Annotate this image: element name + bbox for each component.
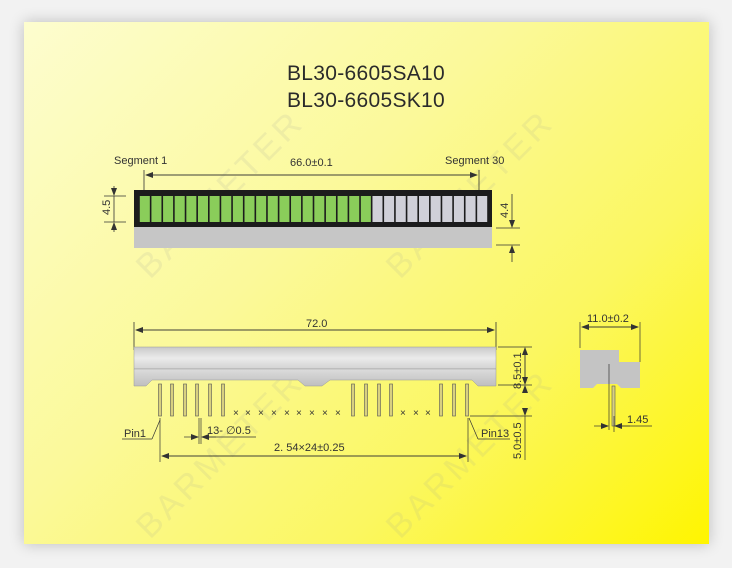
pin-offset-dim: 1.45 <box>627 414 648 426</box>
side-view: 72.0 × × × × × × × × × × × × Pin1 Pin13 13- ∅0.5 2.… <box>122 318 532 462</box>
svg-text:BARMETER: BARMETER <box>129 363 312 546</box>
pin <box>465 383 469 417</box>
led-segment <box>372 196 383 222</box>
led-segment <box>139 196 150 222</box>
led-segment <box>430 196 441 222</box>
led-segment <box>174 196 185 222</box>
led-segment <box>349 196 360 222</box>
led-segment <box>221 196 232 222</box>
pin <box>208 383 212 417</box>
led-segment <box>453 196 464 222</box>
missing-pin-mark: × <box>425 408 431 419</box>
missing-pin-mark: × <box>413 408 419 419</box>
pin <box>389 383 393 417</box>
missing-pin-mark: × <box>322 408 328 419</box>
led-segment <box>395 196 406 222</box>
height-dim-right: 4.4 <box>499 203 511 218</box>
missing-pin-mark: × <box>245 408 251 419</box>
pin <box>158 383 162 417</box>
drawing-panel <box>24 22 709 544</box>
body-height-dim: 8.5±0.1 <box>512 352 524 389</box>
pin-diameter-dim: 13- ∅0.5 <box>207 425 251 437</box>
pin-length-dim: 5.0±0.5 <box>512 422 524 459</box>
front-view: Segment 1 Segment 30 66.0±0.1 4.5 4.4 <box>101 155 520 262</box>
led-segment <box>267 196 278 222</box>
pin1-label: Pin1 <box>124 428 146 440</box>
led-segment <box>337 196 348 222</box>
led-segment <box>442 196 453 222</box>
led-segment <box>163 196 174 222</box>
pin <box>170 383 174 417</box>
led-segment <box>477 196 488 222</box>
led-segment <box>244 196 255 222</box>
pin <box>195 383 199 417</box>
pin <box>351 383 355 417</box>
led-segment <box>151 196 162 222</box>
missing-pin-mark: × <box>309 408 315 419</box>
led-segment <box>314 196 325 222</box>
missing-pin-mark: × <box>335 408 341 419</box>
pin13-label: Pin13 <box>481 428 509 440</box>
length-dim: 72.0 <box>306 318 327 330</box>
model-title-sk10: BL30-6605SK10 <box>286 89 446 112</box>
depth-dim: 11.0±0.2 <box>587 313 629 325</box>
watermark: BARMETER BARMETER BARMETER BARMETER <box>129 103 562 546</box>
led-segments <box>139 196 488 222</box>
missing-pin-mark: × <box>271 408 277 419</box>
pin-span-dim: 2. 54×24±0.25 <box>274 442 345 454</box>
led-segment <box>407 196 418 222</box>
led-segment <box>302 196 313 222</box>
missing-pin-mark: × <box>284 408 290 419</box>
segment-1-label: Segment 1 <box>114 155 167 167</box>
led-segment <box>419 196 430 222</box>
missing-pin-mark: × <box>258 408 264 419</box>
pins <box>158 383 469 417</box>
pin <box>377 383 381 417</box>
led-segment <box>360 196 371 222</box>
svg-text:BARMETER: BARMETER <box>379 363 562 546</box>
led-segment <box>325 196 336 222</box>
end-view: 11.0±0.2 1.45 <box>579 313 652 432</box>
led-segment <box>197 196 208 222</box>
missing-pin-mark: × <box>233 408 239 419</box>
led-segment <box>291 196 302 222</box>
model-title-sa10: BL30-6605SA10 <box>286 62 446 85</box>
led-segment <box>384 196 395 222</box>
led-segment <box>256 196 267 222</box>
missing-pin-mark: × <box>296 408 302 419</box>
led-segment <box>186 196 197 222</box>
pin <box>439 383 443 417</box>
missing-pin-mark: × <box>400 408 406 419</box>
missing-pin-marks: × × × × × × × × × × × × <box>233 408 431 419</box>
led-segment <box>232 196 243 222</box>
pin <box>183 383 187 417</box>
led-segment <box>465 196 476 222</box>
pin <box>452 383 456 417</box>
segment-30-label: Segment 30 <box>445 155 504 167</box>
height-dim-left: 4.5 <box>101 200 113 215</box>
pin <box>364 383 368 417</box>
pin <box>221 383 225 417</box>
led-segment <box>209 196 220 222</box>
led-segment <box>279 196 290 222</box>
segment-span-dim: 66.0±0.1 <box>290 157 333 169</box>
